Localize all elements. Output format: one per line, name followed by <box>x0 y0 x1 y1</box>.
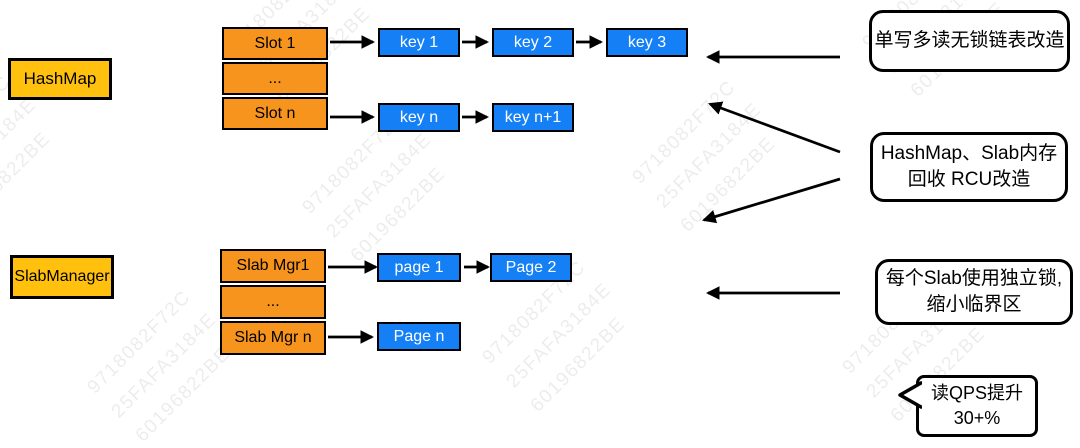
slot-cell-1[interactable]: Slot 1 <box>222 27 328 60</box>
slab-mgr-stack[interactable]: Slab Mgr1 ... Slab Mgr n <box>220 249 326 355</box>
page2-label: Page 2 <box>505 258 557 276</box>
keyn1-node[interactable]: key n+1 <box>492 103 574 132</box>
page1-label: page 1 <box>394 258 444 276</box>
annotation-line: 回收 RCU改造 <box>907 169 1031 190</box>
annotation-line: 单写多读无锁链表改造 <box>874 30 1065 51</box>
arrow-annotation2-down <box>702 177 841 224</box>
callout-qps-result[interactable]: 读QPS提升 30+% <box>916 375 1038 437</box>
key3-label: key 3 <box>627 33 667 51</box>
callout-line: 读QPS提升 <box>930 383 1023 403</box>
slabmanager-node[interactable]: SlabManager <box>10 255 114 299</box>
pagen-label: Page n <box>393 327 445 345</box>
key2-label: key 2 <box>513 33 553 51</box>
arrow-annotation2-up <box>708 101 841 154</box>
slabmgr-label: Slab Mgr1 <box>236 257 310 274</box>
annotation-lockfree-list[interactable]: 单写多读无锁链表改造 <box>869 10 1070 72</box>
key3-node[interactable]: key 3 <box>606 28 688 57</box>
slot-cell-ellipsis[interactable]: ... <box>222 62 328 95</box>
hashmap-label: HashMap <box>23 69 97 88</box>
slabmgr-cell-ellipsis[interactable]: ... <box>220 285 326 319</box>
slot-label: Slot 1 <box>254 34 296 52</box>
pagen-node[interactable]: Page n <box>377 322 461 351</box>
slabmgr-cell-1[interactable]: Slab Mgr1 <box>220 249 326 283</box>
slot-cell-n[interactable]: Slot n <box>222 97 328 130</box>
annotation-line: 缩小临界区 <box>926 294 1022 315</box>
hashmap-slot-stack[interactable]: Slot 1 ... Slot n <box>222 27 328 130</box>
slot-label: Slot n <box>254 104 296 122</box>
slabmgr-label: Slab Mgr n <box>234 329 312 346</box>
key1-node[interactable]: key 1 <box>378 28 460 57</box>
slabmgr-cell-n[interactable]: Slab Mgr n <box>220 321 326 355</box>
keyn-node[interactable]: key n <box>378 103 460 132</box>
key2-node[interactable]: key 2 <box>492 28 574 57</box>
page2-node[interactable]: Page 2 <box>490 253 572 282</box>
annotation-line: 每个Slab使用独立锁, <box>885 268 1063 289</box>
slabmanager-label: SlabManager <box>14 268 110 285</box>
hashmap-node[interactable]: HashMap <box>8 58 112 100</box>
callout-tail-icon <box>898 381 922 409</box>
keyn-label: key n <box>399 108 439 126</box>
callout-line: 30+% <box>953 408 1001 428</box>
keyn1-label: key n+1 <box>504 108 562 126</box>
key1-label: key 1 <box>399 33 439 51</box>
page1-node[interactable]: page 1 <box>377 253 461 282</box>
slabmgr-label: ... <box>266 293 280 310</box>
slot-label: ... <box>268 69 282 87</box>
annotation-slab-lock[interactable]: 每个Slab使用独立锁, 缩小临界区 <box>875 259 1073 325</box>
annotation-rcu[interactable]: HashMap、Slab内存 回收 RCU改造 <box>870 132 1068 202</box>
annotation-line: HashMap、Slab内存 <box>880 143 1058 164</box>
